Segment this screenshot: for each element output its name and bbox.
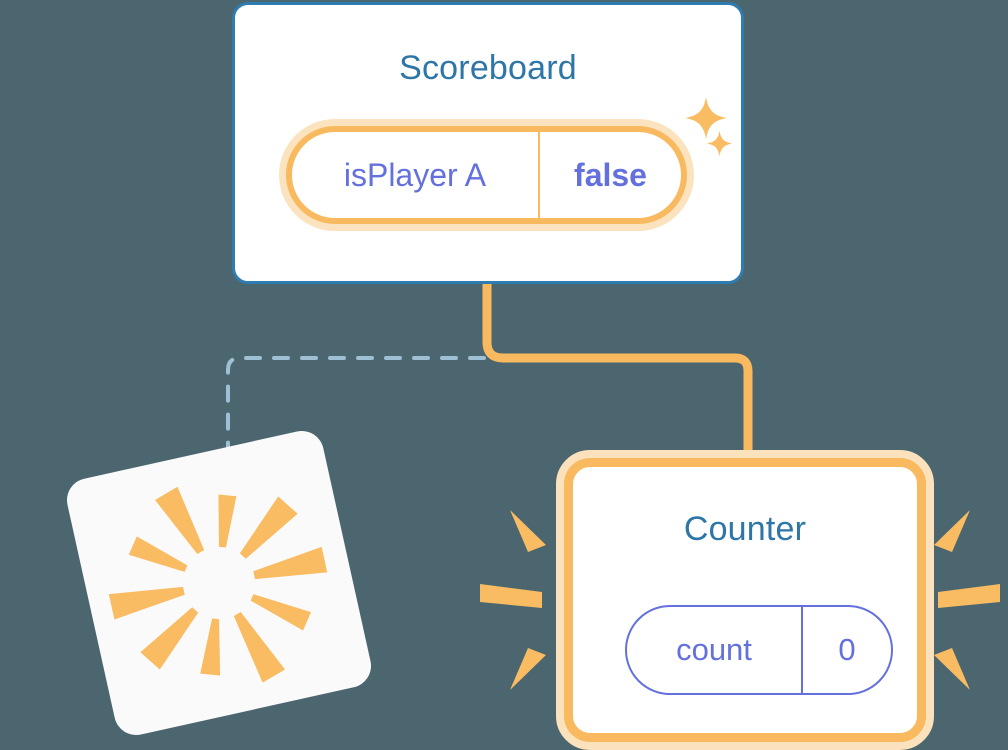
counter-pill-value: 0 — [838, 632, 856, 667]
tilted-blank-card[interactable] — [62, 426, 376, 740]
counter-rays-left-icon — [480, 510, 546, 690]
scoreboard-pill-key: isPlayer A — [292, 132, 540, 218]
scoreboard-pill-body[interactable]: isPlayer A false — [286, 126, 687, 224]
scoreboard-pill-glow — [279, 119, 694, 231]
scoreboard-card[interactable]: Scoreboard isPlayer A false — [232, 2, 744, 284]
counter-card-body[interactable]: Counter count 0 — [564, 458, 926, 742]
counter-rays-right-icon — [934, 510, 1000, 690]
counter-title: Counter — [683, 510, 807, 548]
sparkle-small-icon — [705, 129, 734, 158]
scoreboard-pill-value: false — [574, 156, 647, 193]
sparkle-large-icon — [683, 95, 729, 141]
scoreboard-title: Scoreboard — [399, 49, 577, 87]
starburst-icon — [108, 486, 328, 683]
counter-pill-key: count — [627, 607, 803, 693]
orange-connector-path — [482, 284, 753, 458]
counter-card[interactable]: Counter count 0 — [556, 450, 934, 750]
counter-pill[interactable]: count 0 — [625, 605, 893, 695]
scoreboard-pill[interactable]: isPlayer A false — [279, 119, 694, 231]
